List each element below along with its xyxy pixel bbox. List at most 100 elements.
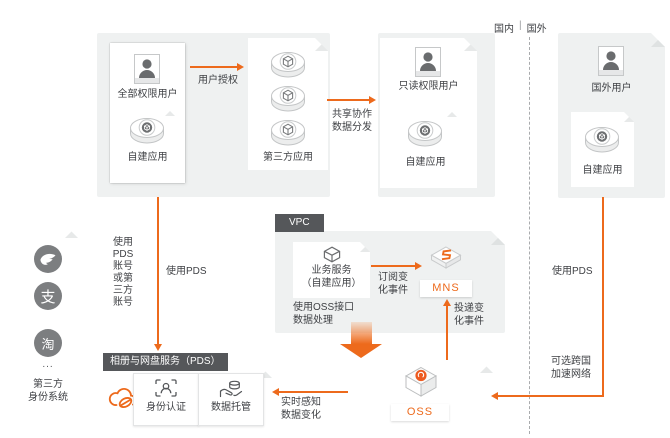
account-note-line: 或第 xyxy=(113,273,133,284)
vpc-panel: 业务服务 （自建应用） 订阅变 化事件 MNS 投递变 化事件 使用OSS接口 … xyxy=(275,231,505,333)
self-app-card-c: 自建应用 xyxy=(571,112,634,187)
self-app-card-b: 自建应用 xyxy=(394,107,457,179)
identity-name-1: 第三方 xyxy=(33,379,63,390)
use-pds-right-label: 使用PDS xyxy=(552,266,593,277)
realtime-label-2: 数据变化 xyxy=(281,410,321,421)
use-pds-left-label: 使用PDS xyxy=(166,266,207,277)
third-app-label: 第三方应用 xyxy=(263,152,313,163)
oss-chip: OSS xyxy=(391,404,449,421)
self-app-icon xyxy=(405,116,445,148)
fold-corner xyxy=(624,112,634,122)
full-user-card: 全部权限用户 自建应用 xyxy=(110,43,185,183)
domestic-label: 国内 xyxy=(494,24,514,35)
data-hosting-card: 数据托管 xyxy=(198,373,264,426)
business-service-card: 业务服务 （自建应用） xyxy=(293,242,370,298)
overseas-flow-head xyxy=(491,391,498,400)
account-note-line: PDS xyxy=(112,249,134,260)
identity-auth-label: 身份认证 xyxy=(146,402,186,413)
third-app-icon xyxy=(268,115,308,147)
deliver-label-1: 投递变 xyxy=(454,303,484,314)
oss-card: OSS xyxy=(348,360,493,432)
deliver-label-2: 化事件 xyxy=(454,316,484,327)
data-hosting-icon xyxy=(219,379,243,398)
subscribe-arrow-head xyxy=(415,262,422,270)
user-icon xyxy=(598,46,624,76)
oss-api-label-1: 使用OSS接口 xyxy=(293,302,355,313)
readonly-user-label: 只读权限用户 xyxy=(398,81,459,92)
share-arrow-line xyxy=(327,99,370,101)
accel-label-1: 可选跨国 xyxy=(551,356,591,367)
fold-corner xyxy=(360,242,370,252)
alipay-icon: 支 xyxy=(34,282,62,310)
self-app-icon xyxy=(582,122,622,154)
domestic-overseas-divider xyxy=(529,37,530,434)
overseas-label: 国外 xyxy=(526,24,547,35)
self-app-label-a: 自建应用 xyxy=(127,152,168,163)
account-note-line: 账号 xyxy=(113,297,133,308)
fold-corner xyxy=(165,106,175,116)
account-note-line: 使用 xyxy=(113,237,133,248)
fold-corner xyxy=(491,231,505,245)
accel-label-2: 加速网络 xyxy=(551,369,591,380)
deliver-arrow-line xyxy=(446,304,448,360)
use-pds-left-arrow-head xyxy=(153,344,162,351)
third-party-app-card: 第三方应用 xyxy=(248,38,328,170)
identity-auth-icon xyxy=(155,379,177,397)
dingtalk-icon xyxy=(34,245,62,273)
overseas-user-label: 国外用户 xyxy=(591,83,632,94)
account-note-line: 三方 xyxy=(113,285,133,296)
realtime-arrow-line xyxy=(279,391,348,393)
vpc-tag: VPC xyxy=(275,214,324,232)
readonly-user-card: 只读权限用户 自建应用 xyxy=(380,38,477,188)
realtime-arrow-head xyxy=(272,387,279,396)
use-pds-left-arrow-line xyxy=(157,197,159,345)
self-app-icon xyxy=(127,113,167,145)
realtime-label-1: 实时感知 xyxy=(281,397,321,408)
divider-bar: | xyxy=(519,20,522,31)
account-note-line: 账号 xyxy=(113,261,133,272)
taobao-icon: 淘 xyxy=(34,329,62,357)
region-divider-labels: 国内 | 国外 xyxy=(494,20,547,35)
overseas-flow-hline xyxy=(497,395,604,397)
overseas-panel: 国外用户 自建应用 xyxy=(558,33,665,198)
data-processing-arrow-body xyxy=(351,322,372,344)
fold-corner xyxy=(447,107,457,117)
alipay-char: 支 xyxy=(40,288,56,306)
oss-icon xyxy=(400,364,442,402)
identity-name-2: 身份系统 xyxy=(28,392,68,403)
business-app-icon xyxy=(322,246,342,263)
user-auth-label: 用户授权 xyxy=(198,75,238,86)
user-auth-arrow-head xyxy=(237,62,244,71)
pds-card: 身份认证 数据托管 xyxy=(102,365,272,433)
identity-systems-card: 支 淘 ... 第三方 身份系统 xyxy=(18,225,78,425)
overseas-flow-vline xyxy=(602,197,604,397)
fold-corner xyxy=(651,33,665,47)
mns-chip: MNS xyxy=(420,280,472,297)
subscribe-label-2: 化事件 xyxy=(378,285,408,296)
business-service-label-1: 业务服务 xyxy=(311,265,352,276)
self-app-label-b: 自建应用 xyxy=(405,157,446,168)
identity-auth-card: 身份认证 xyxy=(133,373,199,426)
oss-api-label-2: 数据处理 xyxy=(293,315,333,326)
user-auth-arrow-line xyxy=(190,66,238,68)
self-app-card-a: 自建应用 xyxy=(120,106,175,174)
share-label-2: 数据分发 xyxy=(332,122,372,133)
fold-corner xyxy=(480,360,493,373)
subscribe-label-1: 订阅变 xyxy=(378,272,408,283)
share-label-1: 共享协作 xyxy=(332,109,372,120)
third-app-icon xyxy=(268,81,308,113)
mns-icon xyxy=(426,243,466,279)
share-arrow-head xyxy=(369,95,376,104)
user-icon xyxy=(415,47,441,77)
self-app-label-c: 自建应用 xyxy=(582,165,623,176)
data-processing-arrow-tip xyxy=(340,344,382,358)
pds-tag: 相册与网盘服务（PDS） xyxy=(103,353,228,371)
data-hosting-label: 数据托管 xyxy=(211,402,251,413)
fold-corner xyxy=(65,225,78,238)
identity-more: ... xyxy=(42,359,54,370)
third-app-icon xyxy=(268,47,308,79)
subscribe-arrow-line xyxy=(371,265,417,267)
user-icon xyxy=(134,54,160,84)
account-note: 使用 PDS 账号 或第 三方 账号 xyxy=(108,237,138,309)
